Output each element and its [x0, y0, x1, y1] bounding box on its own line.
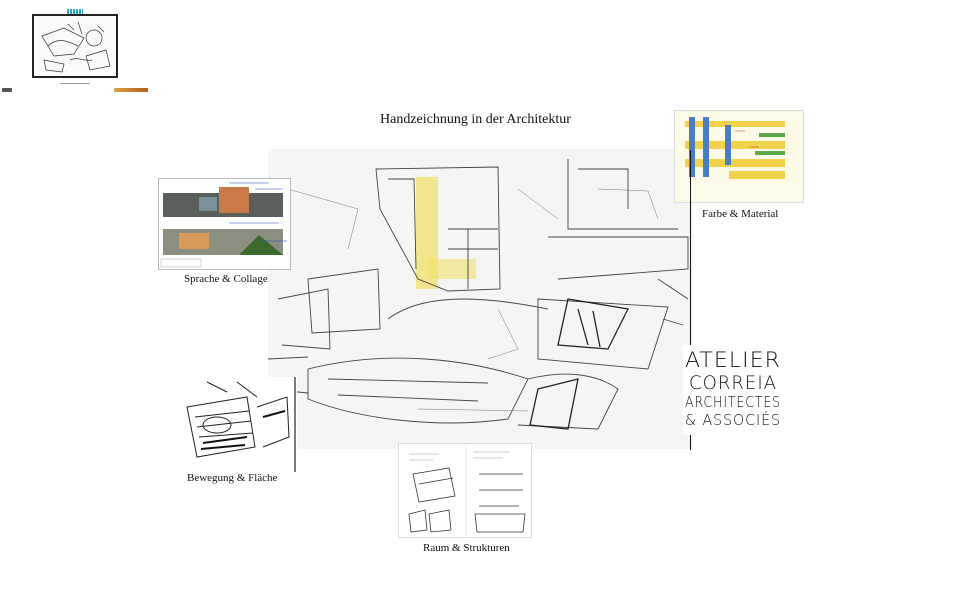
gallery-image-sprache-collage[interactable] [158, 178, 291, 270]
brand-link[interactable] [114, 88, 148, 92]
gallery-caption-raum-strukturen[interactable]: Raum & Strukturen [423, 542, 510, 554]
top-nav-indicator[interactable] [67, 9, 83, 14]
atelier-correia-logo[interactable]: ATELIER CORREIA ARCHITECTES & ASSOCIÉS [683, 345, 783, 435]
page-title: Handzeichnung in der Architektur [380, 112, 571, 127]
gallery-caption-farbe-material[interactable]: Farbe & Material [702, 208, 779, 220]
logo-line-1: ATELIER [685, 348, 781, 372]
logo-line-2: CORREIA [689, 372, 777, 394]
thumbnail-caption [60, 83, 90, 86]
gallery-image-bewegung-flaeche[interactable] [167, 377, 297, 472]
gallery-image-raum-strukturen[interactable] [398, 443, 532, 538]
logo-line-4: & ASSOCIÉS [685, 410, 781, 429]
header-thumbnail-image[interactable] [32, 14, 118, 78]
menu-button[interactable] [2, 88, 12, 92]
gallery-caption-sprache-collage[interactable]: Sprache & Collage [184, 273, 268, 285]
gallery-caption-bewegung-flaeche[interactable]: Bewegung & Fläche [187, 472, 278, 484]
logo-divider-line [690, 150, 691, 450]
gallery-image-farbe-material[interactable] [674, 110, 804, 203]
logo-line-3: ARCHITECTES [685, 393, 781, 411]
main-architectural-sketch [268, 149, 693, 449]
